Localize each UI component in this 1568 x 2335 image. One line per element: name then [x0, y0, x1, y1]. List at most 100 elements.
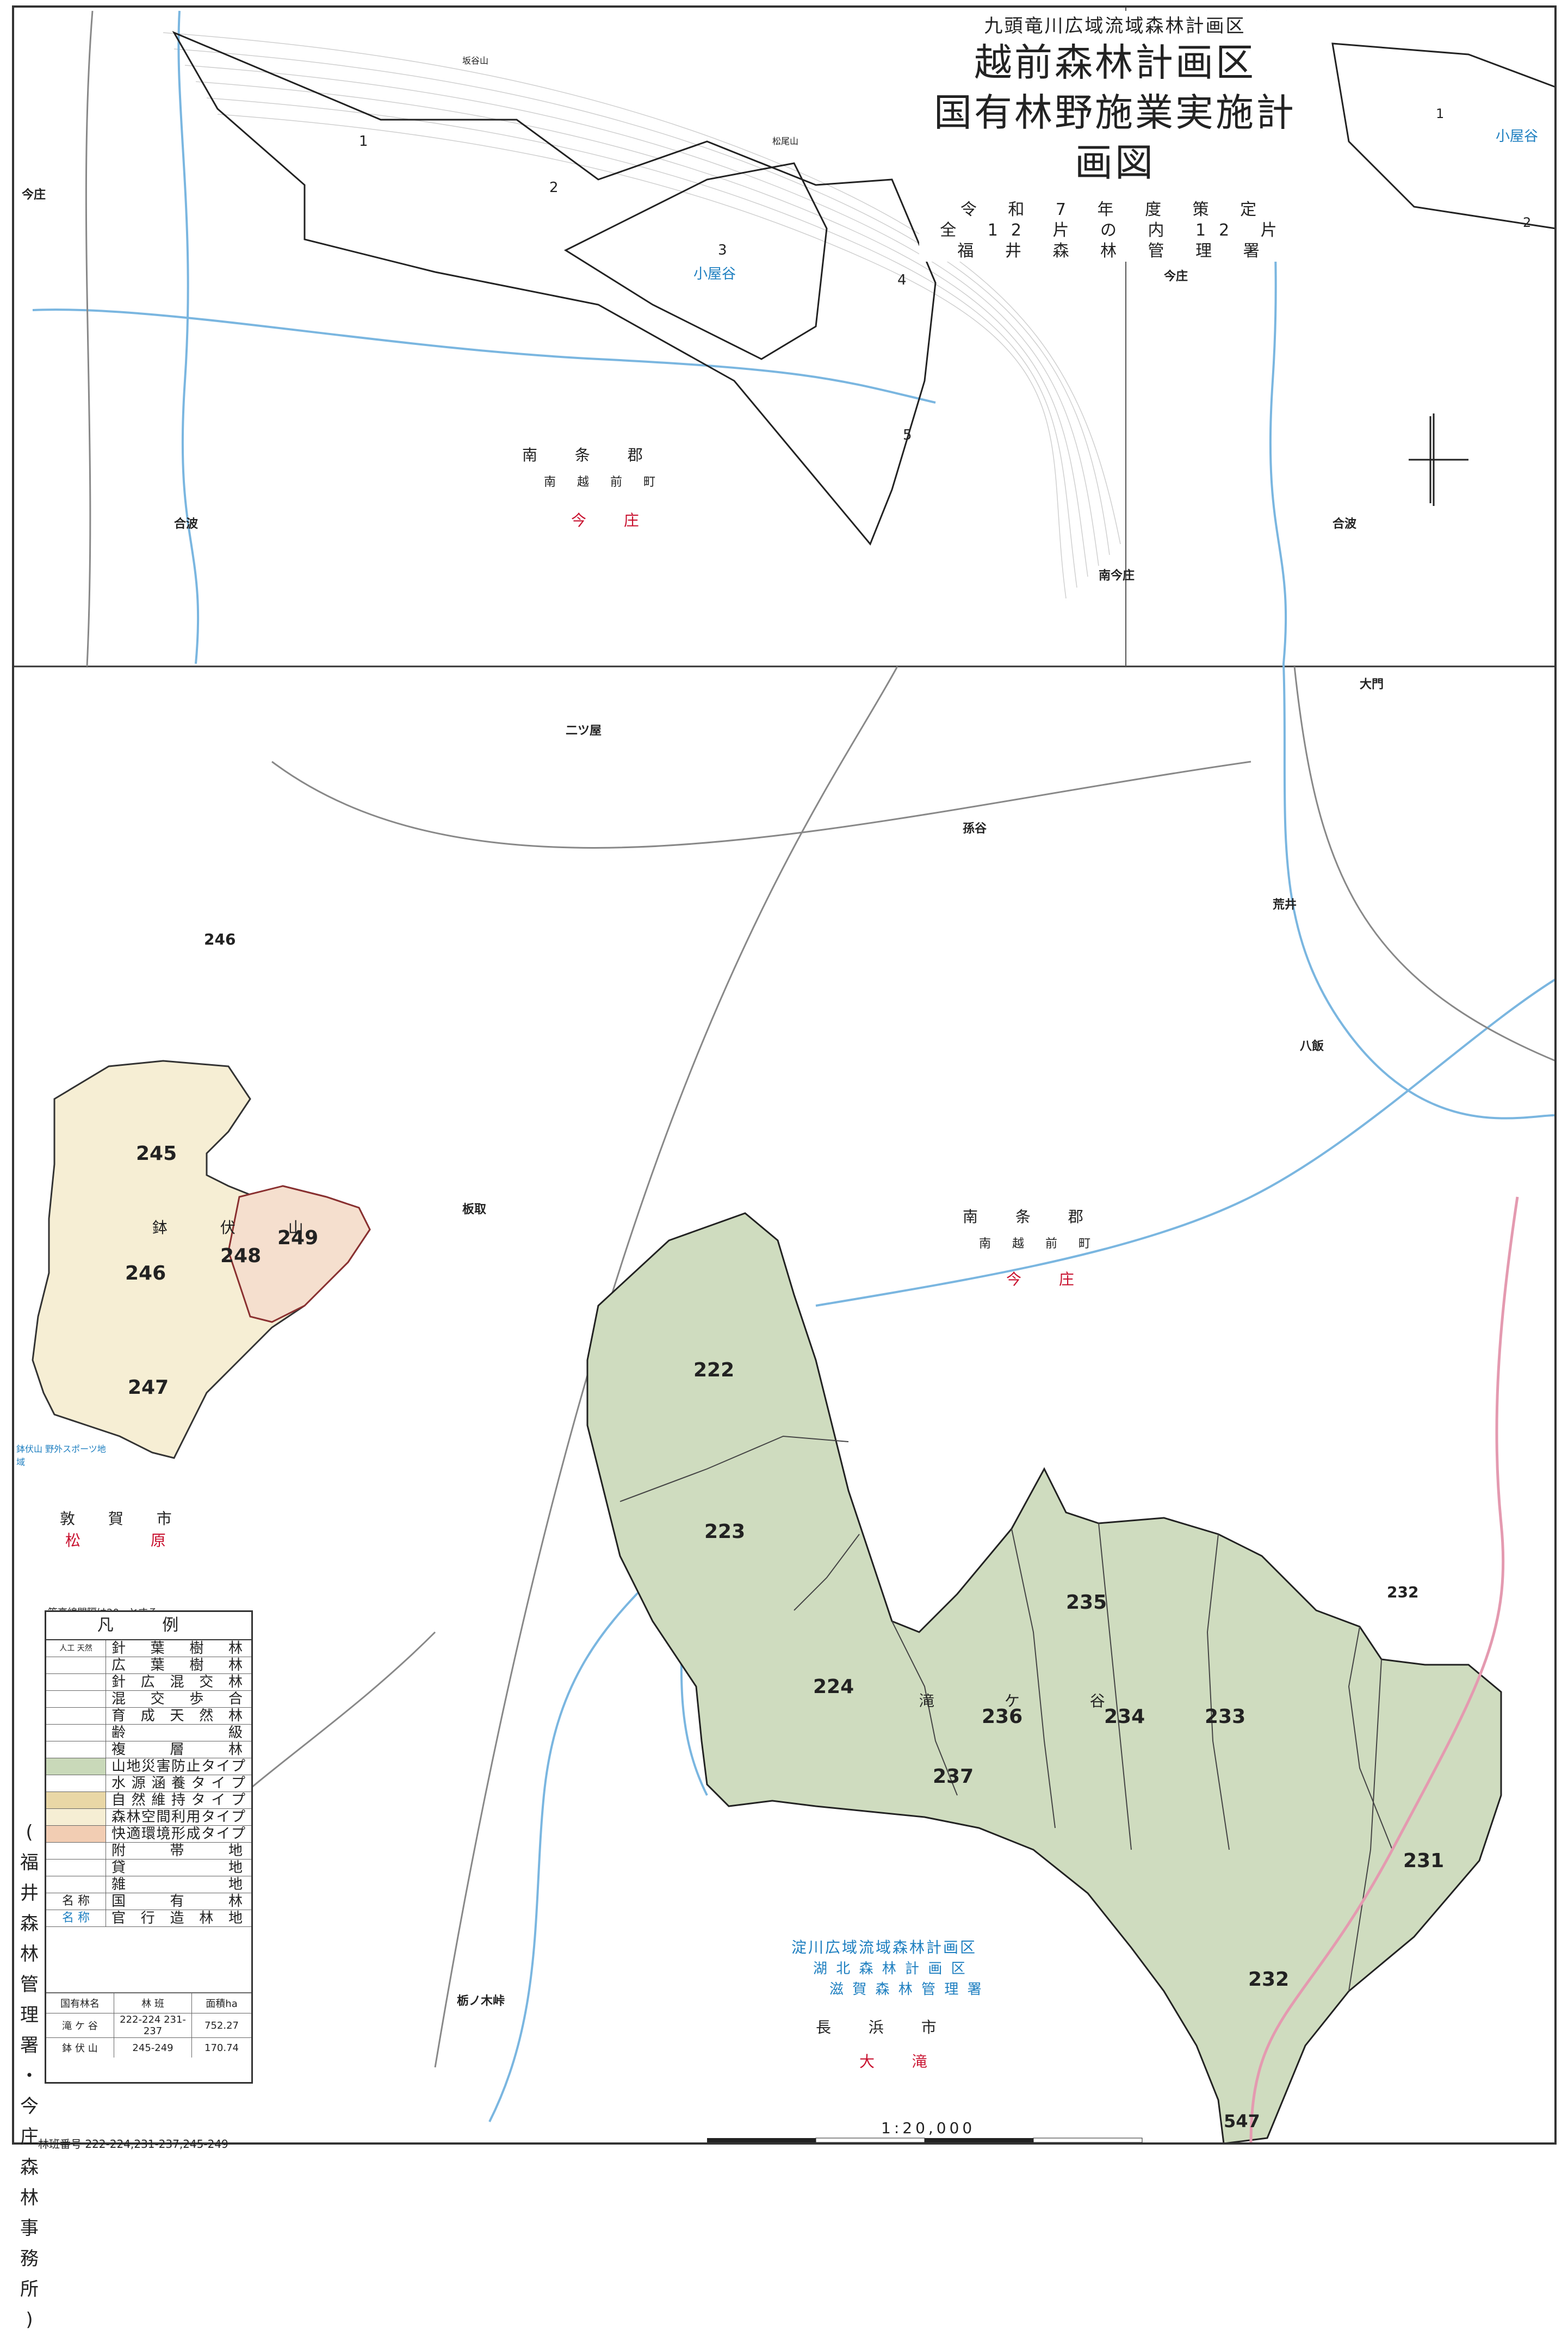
place-nagahama: 長 浜 市	[816, 2018, 953, 2036]
forest-area-table: 国有林名 林 班 面積ha 滝 ケ 谷 222-224 231-237 752.…	[46, 1993, 251, 2058]
place-matsubara: 松 原	[65, 1531, 199, 1549]
compartment-246: 246	[125, 1262, 166, 1284]
place-nanjo-gun-2: 南 条 郡	[963, 1208, 1100, 1226]
takigatani-internal-boundaries	[619, 1435, 1393, 1992]
place-magotani: 孫谷	[963, 822, 987, 836]
peak-sakatani: 坂谷山	[462, 55, 489, 66]
swatch-water	[46, 1775, 106, 1792]
place-otaki: 大 滝	[859, 2053, 944, 2071]
title-line-3: 福 井 森 林 管 理 署	[957, 242, 1273, 261]
compartment-1: 1	[359, 133, 368, 150]
place-itatori: 板取	[462, 1203, 487, 1216]
legend-row: 針 広 混 交 林	[46, 1674, 251, 1691]
scale-label: 1:20,000	[881, 2119, 976, 2137]
title-line-2: 全 12 片 の 内 12 片	[940, 221, 1290, 240]
place-takigatani: 滝 ケ 谷	[919, 1692, 1138, 1710]
compartment-547: 547	[1224, 2111, 1260, 2132]
legend-row: 貸 地	[46, 1860, 251, 1876]
legend-row: 附 帯 地	[46, 1843, 251, 1860]
place-omon: 大門	[1360, 678, 1384, 691]
legend-row: 育 成 天 然 林	[46, 1708, 251, 1725]
hachibuseyama-forest-area	[32, 1060, 371, 1459]
place-hachibuseyama: 鉢 伏 山	[152, 1219, 327, 1237]
legend-row: 混 交 歩 合	[46, 1691, 251, 1708]
place-minami-imajo: 南今庄	[1099, 569, 1135, 583]
compartment-224: 224	[813, 1676, 854, 1698]
grid-lines	[13, 7, 1555, 668]
title-sub: 九頭竜川広域流域森林計画区	[984, 15, 1246, 37]
place-gonami-right: 合波	[1333, 517, 1357, 531]
legend-box: 凡 例 人工 天然針 葉 樹 林 広 葉 樹 林 針 広 混 交 林 混 交 歩…	[45, 1610, 253, 2084]
map-canvas	[12, 5, 1557, 2145]
compartment-222: 222	[693, 1359, 735, 1381]
place-minami-echizen-2: 南 越 前 町	[979, 1237, 1099, 1251]
compartment-2: 2	[549, 180, 559, 196]
legend-row: 水源涵養タイプ	[46, 1775, 251, 1792]
title-block: 九頭竜川広域流域森林計画区 越前森林計画区 国有林野施業実施計画図 令 和 7 …	[919, 11, 1311, 262]
table-row: 鉢 伏 山 245-249 170.74	[46, 2037, 251, 2058]
compartment-249: 249	[277, 1227, 319, 1249]
place-tsuruga: 敦 賀 市	[60, 1510, 186, 1528]
place-imajo-left: 今庄	[22, 188, 46, 202]
compartment-236: 236	[982, 1706, 1023, 1728]
swatch-disaster	[46, 1758, 106, 1775]
compartment-245: 245	[136, 1142, 177, 1165]
top-forest-boundary	[172, 30, 1557, 546]
swatch-space	[46, 1809, 106, 1825]
legend-row: 山地災害防止タイプ	[46, 1758, 251, 1775]
legend-row: 人工 天然針 葉 樹 林	[46, 1640, 251, 1657]
place-yodogawa-1: 淀川広域流域森林計画区	[791, 1938, 977, 1956]
compartment-246-callout: 246	[204, 930, 236, 948]
place-imajo-red-2: 今 庄	[1006, 1270, 1090, 1288]
place-futatsuya: 二ツ屋	[566, 724, 602, 738]
place-koyadani: 小屋谷	[693, 266, 736, 282]
compartment-237: 237	[933, 1765, 974, 1788]
compartment-233: 233	[1205, 1706, 1246, 1728]
place-yodogawa-3: 滋 賀 森 林 管 理 署	[829, 1981, 984, 1998]
legend-row: 名 称官 行 造 林 地	[46, 1910, 251, 1927]
bottom-left-note: 林班番号 222-224,231-237,245-249	[38, 2138, 228, 2151]
map-frame	[12, 5, 1557, 2145]
compartment-2-right: 2	[1523, 215, 1532, 230]
place-imajo-red: 今 庄	[571, 511, 655, 529]
legend-row: 森林空間利用タイプ	[46, 1809, 251, 1826]
place-gonami-left: 合波	[174, 517, 199, 531]
vertical-office-title: (福井森林管理署・今庄森林事務所)	[20, 1821, 39, 2331]
legend-row: 雑 地	[46, 1876, 251, 1893]
legend-row: 広 葉 樹 林	[46, 1657, 251, 1674]
compartment-247: 247	[128, 1376, 169, 1399]
compartment-1-right: 1	[1436, 106, 1445, 121]
compartment-235: 235	[1066, 1591, 1107, 1614]
title-line-1: 令 和 7 年 度 策 定	[960, 200, 1270, 219]
compartment-231: 231	[1403, 1850, 1445, 1872]
compartment-234: 234	[1104, 1706, 1145, 1728]
compartment-248: 248	[220, 1245, 262, 1267]
title-main-1: 越前森林計画区	[974, 40, 1256, 85]
forest-plan-map: 九頭竜川広域流域森林計画区 越前森林計画区 国有林野施業実施計画図 令 和 7 …	[12, 5, 1557, 2331]
place-tochinoki: 栃ノ木峠	[457, 1994, 505, 2008]
peak-matsuoyama: 松尾山	[772, 136, 799, 146]
place-arai: 荒井	[1273, 898, 1297, 912]
takigatani-forest-area	[586, 1212, 1502, 2145]
place-imajo-right: 今庄	[1164, 270, 1188, 283]
place-yodogawa-2: 湖 北 森 林 計 画 区	[813, 1961, 968, 1977]
north-arrow	[1409, 413, 1468, 506]
legend-row: 名 称国 有 林	[46, 1893, 251, 1910]
place-nanjo-gun: 南 条 郡	[522, 446, 659, 464]
legend-heading: 凡 例	[46, 1612, 251, 1640]
compartment-3: 3	[718, 242, 727, 258]
compartment-232-callout: 232	[1387, 1583, 1419, 1601]
place-hachibuse-yagai: 鉢伏山 野外スポーツ地域	[16, 1444, 106, 1467]
compartment-4: 4	[897, 272, 907, 288]
roads	[85, 10, 1556, 2068]
place-yahan: 八飯	[1300, 1040, 1324, 1053]
title-main-2: 国有林野施業実施計画図	[934, 90, 1296, 185]
place-minami-echizen: 南 越 前 町	[544, 475, 664, 489]
legend-blank	[46, 1927, 251, 1993]
legend-row: 複 層 林	[46, 1741, 251, 1758]
legend-row: 自然維持タイプ	[46, 1792, 251, 1809]
scale-bar	[707, 2138, 1143, 2143]
compartment-223: 223	[704, 1521, 746, 1543]
table-row: 滝 ケ 谷 222-224 231-237 752.27	[46, 2013, 251, 2038]
swatch-comfort	[46, 1826, 106, 1842]
